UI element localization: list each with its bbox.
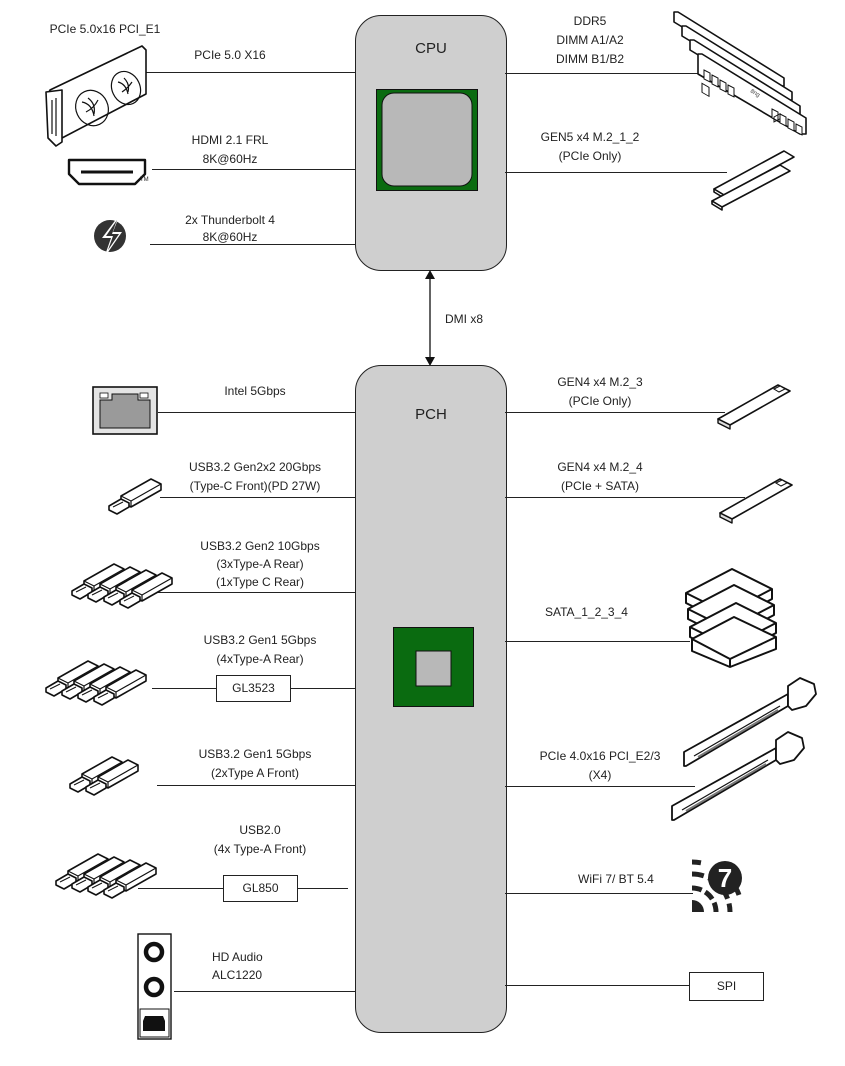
usb-10gbps-label-line2: (3xType-A Rear): [216, 557, 304, 571]
ddr5-line: [505, 73, 700, 74]
hdmi-trademark: TM: [140, 177, 149, 183]
usb-stick-group: [71, 563, 173, 609]
usb-gen1-front-line: [157, 785, 355, 786]
wifi-label: WiFi 7/ BT 5.4: [578, 872, 654, 886]
m2-ssd-icon: [711, 113, 795, 211]
m2-3-line: [505, 412, 725, 413]
gl3523-controller-box: GL3523: [216, 675, 291, 702]
usb-stick-x2-icon: [69, 756, 139, 796]
pcie-slots-icon: [671, 677, 817, 821]
spi-flash-box: SPI: [689, 972, 764, 1001]
hdmi-line: [152, 169, 355, 170]
audio-line: [174, 991, 355, 992]
pcie-e1-link-label: PCIe 5.0 X16: [194, 48, 266, 62]
pcie-e23-line: [505, 786, 695, 787]
audio-label-line2: ALC1220: [212, 968, 263, 982]
m2-3-label-line1: GEN4 x4 M.2_3: [557, 375, 643, 389]
dimm-memory-icon: 8ng: [673, 11, 807, 136]
usb2-label-line2: (4x Type-A Front): [213, 842, 307, 856]
usb-20gbps-line: [160, 497, 355, 498]
ddr5-label-line3: DIMM B1/B2: [555, 52, 624, 66]
pcie-e1-line: [145, 72, 355, 73]
pcie-e23-label-line1: PCIe 4.0x16 PCI_E2/3: [539, 749, 661, 763]
m2-4-label-line2: (PCIe + SATA): [561, 479, 639, 493]
m2-ssd-icon: [717, 384, 791, 430]
m2-1-2-label-line1: GEN5 x4 M.2_1_2: [540, 130, 640, 144]
thunderbolt-line: [150, 244, 355, 245]
pch-block: PCH: [355, 365, 507, 1033]
usb-stick-group: [69, 756, 139, 796]
wifi7-icon: 7: [691, 859, 745, 913]
hdmi-label-line1: HDMI 2.1 FRL: [191, 133, 269, 147]
cpu-block: CPU: [355, 15, 507, 271]
pcie-e23-label-line2: (X4): [588, 768, 612, 782]
m2-1-2-label-line2: (PCIe Only): [558, 149, 622, 163]
usb-20gbps-label-line1: USB3.2 Gen2x2 20Gbps: [188, 460, 322, 474]
pch-die-icon: [393, 627, 474, 707]
usb-stick-group: [55, 853, 157, 899]
usb-stick-x4-icon: [45, 660, 147, 706]
ddr5-label-line1: DDR5: [573, 14, 607, 28]
dmi-link-label: DMI x8: [445, 312, 484, 326]
sata-line: [505, 641, 690, 642]
hdmi-icon: [67, 158, 147, 186]
usb-stick-x4-icon: [55, 853, 157, 899]
m2-1-2-line: [505, 172, 727, 173]
usb-10gbps-line: [155, 592, 355, 593]
thunderbolt-label-line2: 8K@60Hz: [202, 230, 258, 244]
usb-stick-icon: [108, 478, 162, 515]
svg-text:8ng: 8ng: [749, 89, 761, 99]
m2-ssd-icon: [719, 478, 793, 524]
dmi-link-arrow: [425, 270, 435, 366]
hdmi-label-line2: 8K@60Hz: [202, 152, 258, 166]
gl850-controller-box: GL850: [223, 875, 298, 902]
audio-label-line1: HD Audio: [212, 950, 263, 964]
usb-10gbps-label-line3: (1xType C Rear): [215, 575, 305, 589]
usb-gen1-front-label-line2: (2xType A Front): [210, 766, 300, 780]
usb-gen1-front-label-line1: USB3.2 Gen1 5Gbps: [198, 747, 312, 761]
m2-4-label-line1: GEN4 x4 M.2_4: [557, 460, 643, 474]
usb-gen1-rear-label-line1: USB3.2 Gen1 5Gbps: [203, 633, 317, 647]
cpu-die-icon: [376, 89, 478, 191]
graphics-card-icon: [45, 45, 147, 147]
ethernet-line: [158, 412, 355, 413]
usb-stick-group: [108, 478, 162, 515]
ethernet-label: Intel 5Gbps: [224, 384, 286, 398]
ethernet-port-icon: [92, 386, 158, 435]
pch-title: PCH: [415, 406, 447, 423]
sata-drives-icon: [685, 568, 777, 668]
cpu-title: CPU: [415, 40, 447, 57]
m2-4-line: [505, 497, 745, 498]
ddr5-label-line2: DIMM A1/A2: [556, 33, 624, 47]
usb-10gbps-label-line1: USB3.2 Gen2 10Gbps: [200, 539, 320, 553]
usb-20gbps-label-line2: (Type-C Front)(PD 27W): [189, 479, 321, 493]
usb-gen1-rear-label-line2: (4xType-A Rear): [216, 652, 304, 666]
sata-label: SATA_1_2_3_4: [545, 605, 628, 619]
pcie-e1-device-label: PCIe 5.0x16 PCI_E1: [49, 22, 161, 36]
usb2-label-line1: USB2.0: [239, 823, 281, 837]
wifi-line: [505, 893, 693, 894]
thunderbolt-icon: [94, 214, 126, 258]
audio-jacks-icon: [137, 933, 172, 1040]
wifi7-badge: 7: [718, 863, 732, 893]
spi-line: [505, 985, 690, 986]
m2-3-label-line2: (PCIe Only): [568, 394, 632, 408]
usb2-chip-stub: [348, 888, 355, 889]
usb-stick-group: [45, 660, 147, 706]
thunderbolt-label-line1: 2x Thunderbolt 4: [185, 213, 275, 227]
usb-stick-x4-icon: [71, 563, 173, 609]
